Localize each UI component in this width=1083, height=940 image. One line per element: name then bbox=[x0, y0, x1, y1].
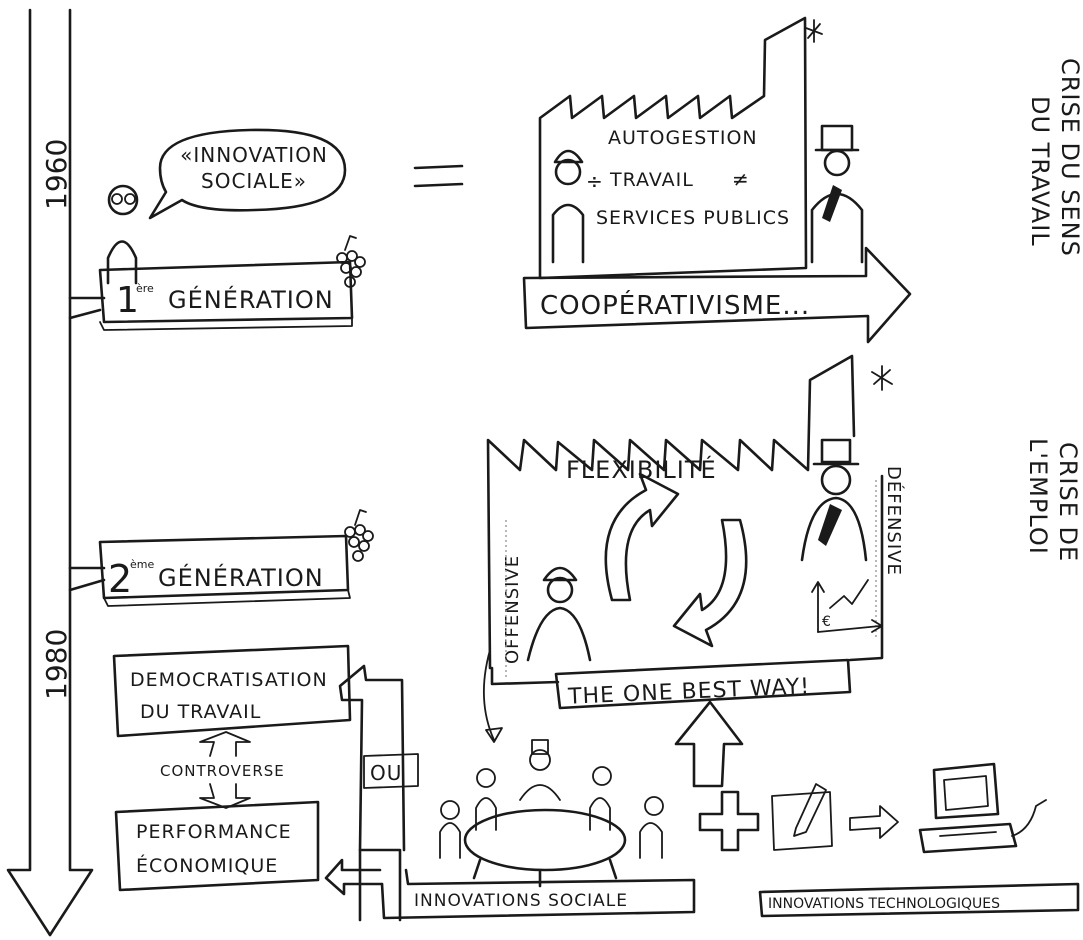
svg-text:CRISE DU SENS: CRISE DU SENS bbox=[1056, 58, 1083, 257]
speech-bubble bbox=[148, 128, 347, 220]
performance-box bbox=[114, 800, 320, 892]
not-equal-symbol: ≠ bbox=[732, 167, 749, 191]
person-with-glasses-icon bbox=[106, 184, 139, 285]
ou-label: OU bbox=[370, 761, 402, 785]
double-arrow-icon bbox=[199, 731, 251, 809]
generation-2-box bbox=[98, 534, 351, 607]
performance-line-2: ÉCONOMIQUE bbox=[136, 854, 278, 877]
cooperativisme-label: COOPÉRATIVISME... bbox=[540, 289, 810, 321]
businessman-icon bbox=[810, 124, 864, 264]
factory-1-outline bbox=[538, 16, 823, 280]
svg-text:L'EMPLOI: L'EMPLOI bbox=[1024, 438, 1052, 555]
year-1980: 1980 bbox=[40, 629, 73, 700]
cooperativisme-arrow bbox=[522, 246, 912, 344]
worker-icon-2 bbox=[526, 566, 592, 662]
equals-sign bbox=[413, 164, 464, 188]
plus-sign bbox=[698, 790, 760, 852]
connector-gen1b bbox=[68, 308, 102, 320]
one-best-way-box bbox=[554, 658, 852, 710]
defensive-label: DÉFENSIVE bbox=[883, 466, 905, 576]
generation-1-sup: ère bbox=[136, 282, 154, 295]
growth-chart-icon: € bbox=[811, 579, 883, 633]
right-arrow-icon bbox=[849, 805, 899, 839]
businessman-icon-2 bbox=[800, 438, 868, 562]
speech-line-2: SOCIALE» bbox=[201, 169, 307, 193]
divide-symbol: ÷ bbox=[586, 169, 603, 193]
crise-sens-label: CRISE DU SENS DU TRAVAIL bbox=[1026, 58, 1083, 257]
pencil-paper-icon bbox=[771, 783, 833, 851]
factory-item-travail: TRAVAIL bbox=[609, 169, 694, 191]
ou-box bbox=[363, 753, 419, 789]
democratisation-line-2: DU TRAVAIL bbox=[140, 701, 261, 723]
worker-icon bbox=[551, 149, 585, 264]
crise-emploi-label: CRISE DE L'EMPLOI bbox=[1024, 438, 1082, 562]
generation-2-sup: ème bbox=[130, 558, 154, 571]
timeline-arrow bbox=[6, 8, 94, 937]
cycle-arrows-icon bbox=[604, 472, 748, 648]
svg-text:CRISE DE: CRISE DE bbox=[1054, 442, 1082, 562]
ou-connector bbox=[324, 664, 696, 922]
democratisation-line-1: DEMOCRATISATION bbox=[130, 669, 328, 691]
one-best-way-label: THE ONE BEST WAY! bbox=[567, 674, 811, 710]
innovations-techno-box bbox=[758, 882, 1080, 918]
connector-gen2b bbox=[68, 578, 106, 592]
generation-1-box bbox=[98, 260, 354, 331]
grapes-icon bbox=[336, 235, 366, 288]
generation-1-number: 1 bbox=[116, 280, 139, 321]
generation-2-number: 2 bbox=[108, 557, 132, 601]
grapes-icon-2 bbox=[344, 509, 374, 562]
year-1960: 1960 bbox=[40, 139, 73, 210]
curved-arrow bbox=[483, 649, 503, 743]
controverse-label: CONTROVERSE bbox=[160, 762, 285, 780]
speech-line-1: «INNOVATION bbox=[180, 143, 328, 167]
factory-item-services: SERVICES PUBLICS bbox=[596, 207, 790, 229]
innovations-sociale-label: INNOVATIONS SOCIALE bbox=[414, 891, 628, 911]
innovations-techno-label: INNOVATIONS TECHNOLOGIQUES bbox=[768, 896, 1000, 912]
svg-text:€: € bbox=[822, 614, 831, 630]
up-arrow bbox=[674, 700, 744, 788]
performance-line-1: PERFORMANCE bbox=[136, 821, 292, 843]
factory-2-outline bbox=[486, 354, 893, 686]
svg-text:DU TRAVAIL: DU TRAVAIL bbox=[1026, 96, 1054, 247]
democratisation-box bbox=[112, 644, 352, 738]
computer-icon bbox=[918, 762, 1047, 854]
meeting-table-icon bbox=[439, 739, 664, 888]
offensive-label: OFFENSIVE bbox=[502, 555, 523, 664]
generation-2-label: GÉNÉRATION bbox=[158, 563, 324, 592]
factory-item-autogestion: AUTOGESTION bbox=[608, 127, 758, 149]
generation-1-label: GÉNÉRATION bbox=[168, 285, 334, 314]
